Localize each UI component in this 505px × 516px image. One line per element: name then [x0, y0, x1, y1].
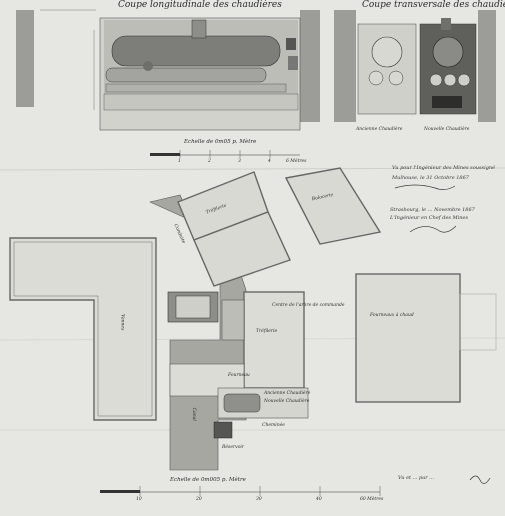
- signature-flourish: [469, 475, 491, 484]
- door: [288, 56, 298, 70]
- signature-line-3: Strasbourg, le ... Novembre 1867: [390, 207, 475, 213]
- signature-line-2: Mulhouse, le 31 Octobre 1867: [392, 175, 469, 181]
- fold-line: [0, 167, 505, 171]
- room-tilted-2: [193, 211, 291, 287]
- caption-old-boiler: Ancienne Chaudière: [356, 127, 403, 132]
- label-fourneaux: Fourneaux à chaud: [370, 313, 414, 318]
- building-vannes: [9, 237, 157, 421]
- label-centre: Centre de l'arbre de commande: [272, 303, 345, 308]
- old-tube: [388, 70, 404, 86]
- transversal-section: [334, 10, 496, 122]
- signature-line-1: Vu pour l'Ingénieur des Mines soussigné: [392, 165, 496, 171]
- building-inner: [13, 241, 153, 417]
- scale-bar-lower: [100, 486, 381, 496]
- annex: [459, 293, 497, 351]
- scale-label-upper: Echelle de 0m05 p. Mètre: [184, 139, 257, 145]
- old-boiler-shell: [371, 36, 403, 68]
- scale-bar-upper: [150, 150, 300, 158]
- scale-tick-label: 40: [316, 497, 322, 502]
- scale-tick-label: 10: [136, 497, 142, 502]
- wall-right: [300, 10, 320, 122]
- label-canal: Canal: [190, 407, 196, 421]
- label-ancienne: Ancienne Chaudière: [264, 391, 311, 396]
- wall-left: [16, 10, 34, 107]
- scale-tick-label: 3: [238, 159, 241, 164]
- flue: [105, 83, 287, 93]
- label-reservoir: Réservoir: [222, 445, 245, 450]
- scale-tick-label: 20: [196, 497, 202, 502]
- new-tube: [429, 73, 443, 87]
- door: [286, 38, 296, 50]
- scale-tick-label: 6 Mètres: [286, 159, 307, 164]
- caption-new-boiler: Nouvelle Chaudière: [424, 127, 470, 132]
- scale-tick-label: 4: [268, 159, 271, 164]
- bottom-right-note: Vu et ... par ...: [398, 475, 434, 481]
- valve: [143, 61, 153, 71]
- boiler-plan: [223, 393, 261, 413]
- passage: [221, 299, 245, 341]
- wall: [478, 10, 496, 122]
- label-fourneau: Fourneau: [228, 373, 250, 378]
- label-trefilerie-center: Tréfilerie: [256, 329, 278, 334]
- new-tube: [443, 73, 457, 87]
- firebox: [432, 96, 462, 108]
- upper-boiler: [111, 35, 281, 67]
- plan-view: [9, 167, 497, 471]
- chimney: [213, 421, 233, 439]
- wall: [334, 10, 356, 122]
- signature-line-4: L'Ingénieur en Chef des Mines: [390, 215, 469, 221]
- scale-label-lower: Echelle de 0m005 p. Mètre: [170, 477, 246, 483]
- title-transversal: Coupe transversale des chaudières: [362, 0, 505, 10]
- new-tube: [457, 73, 471, 87]
- signature-flourish: [409, 225, 457, 233]
- label-vannes: Vannes: [119, 314, 125, 331]
- steam-dome: [191, 19, 207, 39]
- new-boiler-shell: [432, 36, 464, 68]
- label-cheminee: Cheminée: [262, 423, 285, 428]
- scale-tick-label: 60 Mètres: [360, 497, 384, 502]
- old-tube: [368, 70, 384, 86]
- room-fourneaux: [355, 273, 461, 403]
- longitudinal-section: [16, 9, 320, 131]
- signature-flourish: [394, 184, 456, 190]
- label-nouvelle: Nouvelle Chaudière: [264, 399, 310, 404]
- scale-tick-label: 2: [208, 159, 211, 164]
- lower-tube: [105, 67, 267, 83]
- firebox: [103, 93, 299, 111]
- scale-tick-label: 30: [256, 497, 262, 502]
- room-bolocerie: [284, 167, 382, 245]
- scale-tick-label: 1: [178, 159, 181, 164]
- title-longitudinal: Coupe longitudinale des chaudières: [118, 0, 282, 10]
- dome: [441, 18, 451, 30]
- machine-inner: [175, 295, 211, 319]
